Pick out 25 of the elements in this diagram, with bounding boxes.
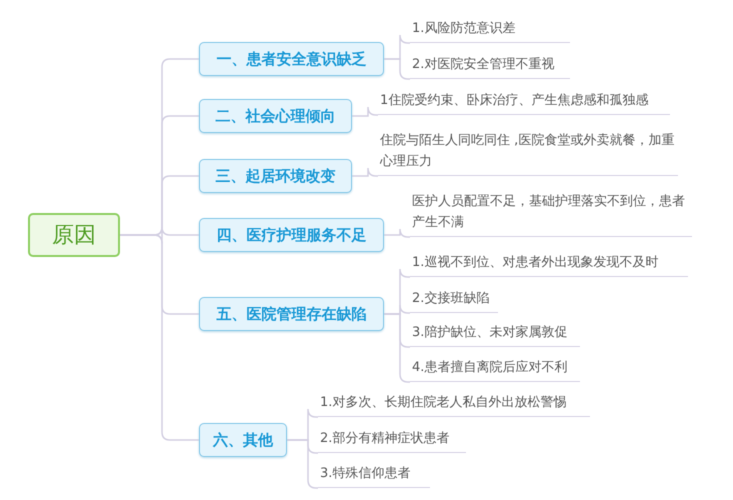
connector [120, 234, 199, 441]
branch-text: 住院与陌生人同吃同住 ,医院食堂或外卖就餐，加重心理压力 [378, 128, 678, 176]
branch-text: 2.部分有精神症状患者 [318, 423, 466, 453]
branch-text: 1.巡视不到位、对患者外出现象发现不及时 [410, 247, 688, 277]
topic-box: 六、其他 [199, 423, 287, 457]
branch-text: 2.交接班缺陷 [410, 283, 498, 313]
branch-text: 3.陪护缺位、未对家属敦促 [410, 317, 580, 347]
connector [352, 167, 378, 177]
connector [384, 228, 410, 238]
topic-box: 二、社会心理倾向 [199, 99, 352, 133]
branch-text: 4.患者擅自离院后应对不利 [410, 352, 580, 382]
branch-text: 1.风险防范意识差 [410, 13, 570, 43]
branch-text: 1.对多次、长期住院老人私自外出放松警惕 [318, 387, 590, 417]
branch-text: 2.对医院安全管理不重视 [410, 49, 570, 79]
topic-box: 四、医疗护理服务不足 [199, 218, 384, 252]
root-box: 原因 [28, 213, 120, 257]
topic-box: 一、患者安全意识缺乏 [199, 42, 384, 76]
connector [352, 106, 378, 117]
topic-box: 三、起居环境改变 [199, 159, 352, 193]
branch-text: 1住院受约束、卧床治疗、产生焦虑感和孤独感 [378, 88, 670, 115]
topic-box: 五、医院管理存在缺陷 [199, 297, 384, 331]
branch-text: 3.特殊信仰患者 [318, 458, 430, 488]
connector [287, 439, 318, 489]
connector [384, 58, 410, 80]
branch-text: 医护人员配置不足，基础护理落实不到位，患者产生不满 [410, 188, 692, 237]
